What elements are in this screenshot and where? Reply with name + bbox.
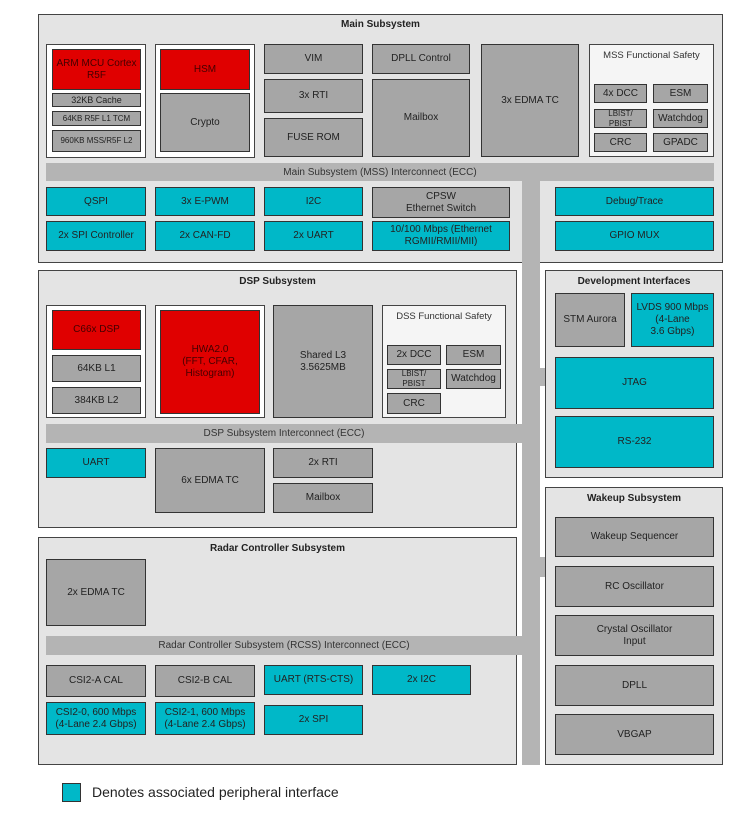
gpio-mux: GPIO MUX xyxy=(555,221,714,251)
shared-l3: Shared L3 3.5625MB xyxy=(273,305,373,418)
bus-stub-wakeup xyxy=(540,557,546,577)
spi-controller: 2x SPI Controller xyxy=(46,221,146,251)
rs-232: RS-232 xyxy=(555,416,714,468)
dsp-l2: 384KB L2 xyxy=(52,387,141,414)
bus-stub-dev xyxy=(540,368,546,386)
i2c: I2C xyxy=(264,187,363,216)
csi2a-cal: CSI2-A CAL xyxy=(46,665,146,697)
csi2-1: CSI2-1, 600 Mbps (4-Lane 2.4 Gbps) xyxy=(155,702,255,735)
esm: ESM xyxy=(653,84,708,103)
mss-interconnect: Main Subsystem (MSS) Interconnect (ECC) xyxy=(46,163,714,181)
dsp-uart: UART xyxy=(46,448,146,478)
vim: VIM xyxy=(264,44,363,74)
l2-memory: 960KB MSS/R5F L2 xyxy=(52,130,141,152)
edma-tc: 3x EDMA TC xyxy=(481,44,579,157)
main-subsystem-title: Main Subsystem xyxy=(341,19,420,30)
csi2b-cal: CSI2-B CAL xyxy=(155,665,255,697)
wakeup-sequencer: Wakeup Sequencer xyxy=(555,517,714,557)
mailbox: Mailbox xyxy=(372,79,470,157)
arm-r5f: ARM MCU Cortex R5F xyxy=(52,49,141,90)
radar-uart: UART (RTS-CTS) xyxy=(264,665,363,695)
radar-i2c: 2x I2C xyxy=(372,665,471,695)
stm-aurora: STM Aurora xyxy=(555,293,625,347)
legend-swatch xyxy=(62,783,81,802)
crypto: Crypto xyxy=(160,93,250,152)
epwm: 3x E-PWM xyxy=(155,187,255,216)
rcss-interconnect: Radar Controller Subsystem (RCSS) Interc… xyxy=(46,636,522,655)
dcc: 4x DCC xyxy=(594,84,647,103)
dsp-l1: 64KB L1 xyxy=(52,355,141,382)
dpll-control: DPLL Control xyxy=(372,44,470,74)
csi2-0: CSI2-0, 600 Mbps (4-Lane 2.4 Gbps) xyxy=(46,702,146,735)
wakeup-title: Wakeup Subsystem xyxy=(586,493,682,504)
dss-esm: ESM xyxy=(446,345,501,365)
dss-lbist-pbist: LBIST/ PBIST xyxy=(387,369,441,389)
ethernet: 10/100 Mbps (Ethernet RGMII/RMII/MII) xyxy=(372,221,510,251)
cpsw: CPSW Ethernet Switch xyxy=(372,187,510,218)
can-fd: 2x CAN-FD xyxy=(155,221,255,251)
lbist-pbist: LBIST/ PBIST xyxy=(594,109,647,128)
system-bus xyxy=(522,181,540,765)
jtag: JTAG xyxy=(555,357,714,409)
hsm: HSM xyxy=(160,49,250,90)
dsp-rti: 2x RTI xyxy=(273,448,373,478)
fuse-rom: FUSE ROM xyxy=(264,118,363,157)
qspi: QSPI xyxy=(46,187,146,216)
dsp-subsystem-title: DSP Subsystem xyxy=(239,276,316,287)
gpadc: GPADC xyxy=(653,133,708,152)
watchdog: Watchdog xyxy=(653,109,708,128)
dss-watchdog: Watchdog xyxy=(446,369,501,389)
c66x-dsp: C66x DSP xyxy=(52,310,141,350)
dev-title: Development Interfaces xyxy=(577,276,691,287)
dsp-edma: 6x EDMA TC xyxy=(155,448,265,513)
uart: 2x UART xyxy=(264,221,363,251)
rti: 3x RTI xyxy=(264,79,363,113)
crystal-oscillator: Crystal Oscillator Input xyxy=(555,615,714,656)
dsp-interconnect: DSP Subsystem Interconnect (ECC) xyxy=(46,424,522,443)
lvds: LVDS 900 Mbps (4-Lane 3.6 Gbps) xyxy=(631,293,714,347)
dss-dcc: 2x DCC xyxy=(387,345,441,365)
mss-fs-title: MSS Functional Safety xyxy=(603,50,700,61)
tcm: 64KB R5F L1 TCM xyxy=(52,111,141,126)
dsp-mailbox: Mailbox xyxy=(273,483,373,513)
radar-subsystem-title: Radar Controller Subsystem xyxy=(209,543,346,554)
radar-spi: 2x SPI xyxy=(264,705,363,735)
dss-fs-title: DSS Functional Safety xyxy=(396,311,492,322)
radar-edma: 2x EDMA TC xyxy=(46,559,146,626)
crc: CRC xyxy=(594,133,647,152)
hwa: HWA2.0 (FFT, CFAR, Histogram) xyxy=(160,310,260,414)
debug-trace: Debug/Trace xyxy=(555,187,714,216)
legend-text: Denotes associated peripheral interface xyxy=(92,784,339,800)
vbgap: VBGAP xyxy=(555,714,714,755)
rc-oscillator: RC Oscillator xyxy=(555,566,714,607)
wakeup-dpll: DPLL xyxy=(555,665,714,706)
dss-crc: CRC xyxy=(387,393,441,414)
cache: 32KB Cache xyxy=(52,93,141,107)
